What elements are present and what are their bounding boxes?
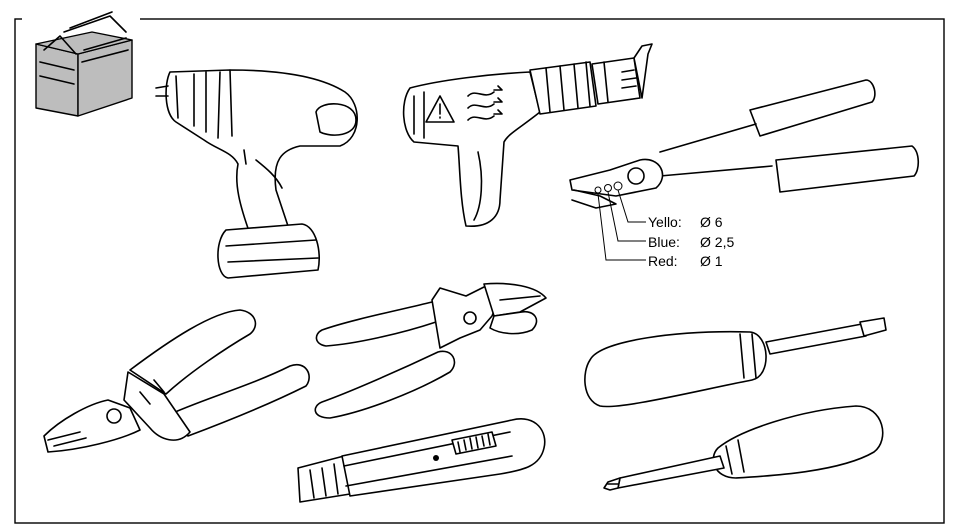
legend-red-diameter: Ø 1 xyxy=(700,253,723,269)
phillips-screwdriver xyxy=(603,405,884,491)
utility-knife xyxy=(297,418,546,503)
toolbox-icon xyxy=(22,8,140,117)
legend-red-label: Red: xyxy=(648,253,678,269)
heat-gun xyxy=(402,43,653,227)
legend-yellow-diameter: Ø 6 xyxy=(700,214,723,230)
legend-blue-label: Blue: xyxy=(648,234,680,250)
diagonal-cutters xyxy=(314,282,547,419)
combination-pliers xyxy=(43,309,310,453)
wire-color-legend: Yello: Ø 6 Blue: Ø 2,5 Red: Ø 1 xyxy=(648,214,734,269)
legend-blue-diameter: Ø 2,5 xyxy=(700,234,734,250)
legend-yellow-label: Yello: xyxy=(648,214,682,230)
flathead-screwdriver xyxy=(584,317,887,408)
legend-leaders xyxy=(597,189,646,261)
crimping-pliers xyxy=(569,79,920,209)
cordless-drill xyxy=(155,69,358,279)
